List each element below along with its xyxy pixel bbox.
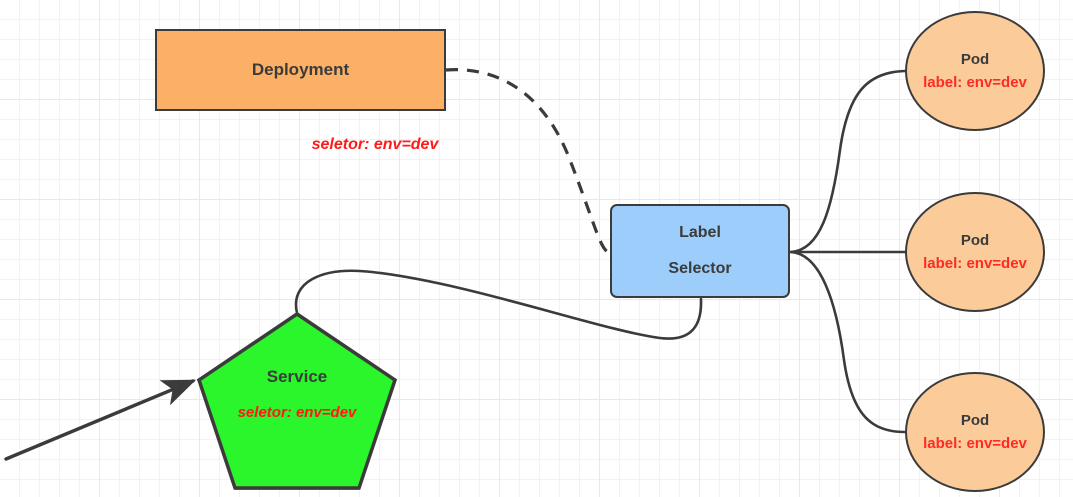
deployment-label: Deployment xyxy=(251,60,350,80)
edge-deployment-to-label-selector xyxy=(445,68,609,254)
edge-label-selector-to-pod-3 xyxy=(789,250,907,434)
pod-2-sublabel: label: env=dev xyxy=(923,254,1027,272)
pod-2-label: Pod xyxy=(960,232,990,250)
label-selector-line2: Selector xyxy=(668,260,732,277)
edge-external-to-service xyxy=(4,379,197,461)
node-pod-3[interactable]: Pod label: env=dev xyxy=(905,372,1045,492)
pod-1-sublabel: label: env=dev xyxy=(923,73,1027,91)
pod-1-label: Pod xyxy=(960,51,990,69)
node-pod-1[interactable]: Pod label: env=dev xyxy=(905,11,1045,131)
node-deployment[interactable]: Deployment xyxy=(155,29,446,111)
pod-3-label: Pod xyxy=(960,412,990,430)
deployment-selector-annotation: seletor: env=dev xyxy=(311,136,439,153)
service-pentagon-outline xyxy=(197,312,397,490)
label-selector-line1: Label xyxy=(679,223,721,241)
service-selector-label: seletor: env=dev xyxy=(237,403,357,421)
node-label-selector[interactable]: Label Selector xyxy=(610,204,790,298)
service-label: Service xyxy=(266,367,328,386)
edge-label-selector-to-pod-1 xyxy=(789,69,907,254)
node-pod-2[interactable]: Pod label: env=dev xyxy=(905,192,1045,312)
node-service[interactable]: Service seletor: env=dev xyxy=(197,312,397,490)
pod-3-sublabel: label: env=dev xyxy=(923,434,1027,452)
